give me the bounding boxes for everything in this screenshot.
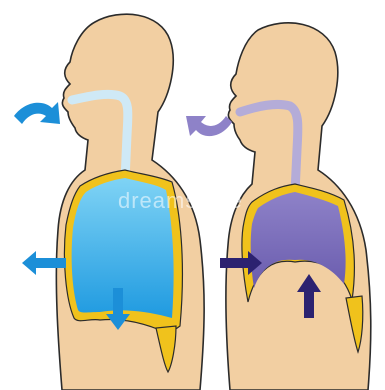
inhale-figure <box>56 14 204 390</box>
exhale-figure <box>226 23 371 390</box>
air-in-curved-arrow-icon <box>14 102 60 124</box>
air-out-curved-arrow-icon <box>186 116 232 136</box>
